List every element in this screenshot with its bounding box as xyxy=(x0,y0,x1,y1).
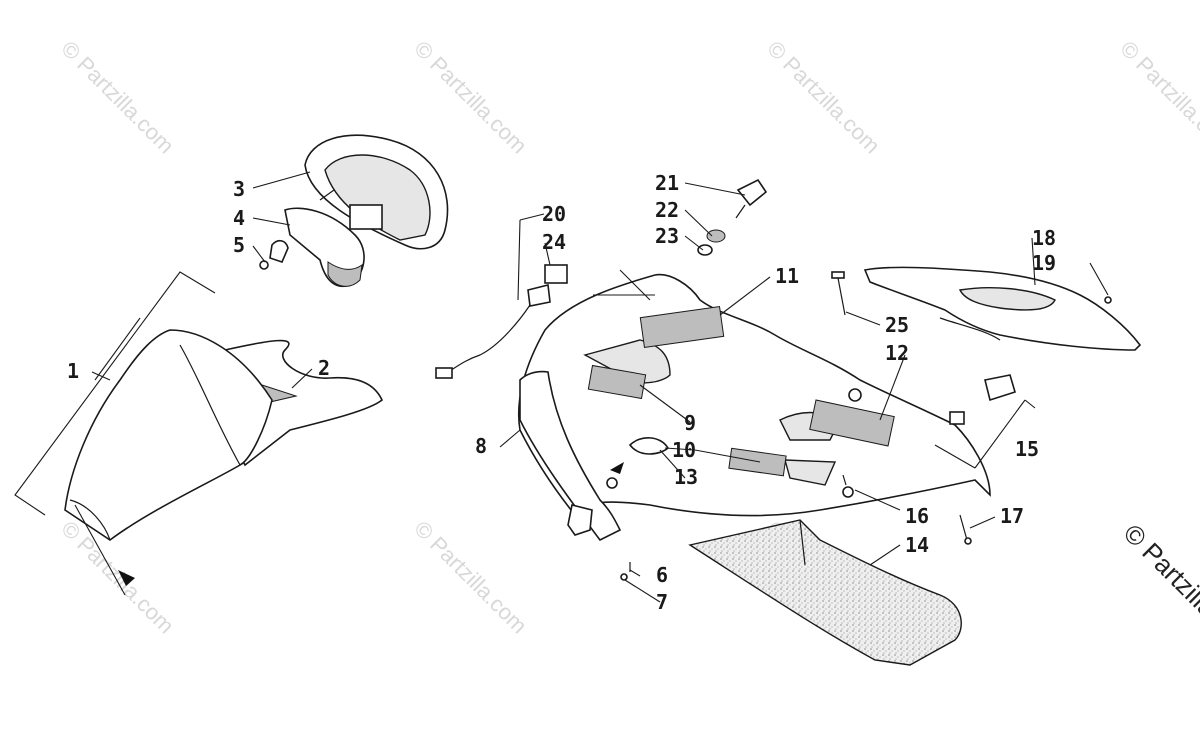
decal-9 xyxy=(587,364,647,400)
callout-10: 10 xyxy=(672,438,696,462)
callout-11: 11 xyxy=(775,264,799,288)
gauge-assembly xyxy=(259,134,449,287)
decal-11 xyxy=(639,306,725,348)
callout-13: 13 xyxy=(674,465,698,489)
callout-7: 7 xyxy=(656,590,668,614)
watermark-text: © Partzilla.com xyxy=(762,36,885,159)
callout-17: 17 xyxy=(1000,504,1024,528)
callout-15: 15 xyxy=(1015,437,1039,461)
leader-lines xyxy=(91,171,1109,603)
hardware-items xyxy=(435,178,1112,581)
callout-6: 6 xyxy=(656,563,668,587)
callout-24: 24 xyxy=(542,230,566,254)
callout-3: 3 xyxy=(233,177,245,201)
callout-5: 5 xyxy=(233,233,245,257)
arrow-marker xyxy=(118,570,135,586)
callout-2: 2 xyxy=(318,356,330,380)
callout-labels: 1 2 3 4 5 6 7 8 9 10 11 12 13 14 15 16 1… xyxy=(67,171,1056,614)
callout-18: 18 xyxy=(1032,226,1056,250)
watermark-text: © Partzilla.com xyxy=(1115,36,1200,159)
watermark-text: © Partzilla.com xyxy=(409,36,532,159)
callout-21: 21 xyxy=(655,171,679,195)
callout-25: 25 xyxy=(885,313,909,337)
callout-19: 19 xyxy=(1032,251,1056,275)
callout-16: 16 xyxy=(905,504,929,528)
decal-12 xyxy=(809,399,895,447)
callout-14: 14 xyxy=(905,533,929,557)
side-cover-part xyxy=(863,266,1142,351)
callout-1: 1 xyxy=(67,359,79,383)
watermark-text-dark: © Partzilla.com xyxy=(1118,518,1200,663)
callout-23: 23 xyxy=(655,224,679,248)
watermark-text: © Partzilla.com xyxy=(56,36,179,159)
front-cover-part xyxy=(14,271,383,596)
callout-8: 8 xyxy=(475,434,487,458)
watermark-text: © Partzilla.com xyxy=(409,516,532,639)
callout-12: 12 xyxy=(885,341,909,365)
foam-pad-part xyxy=(688,519,962,666)
callout-9: 9 xyxy=(684,411,696,435)
callout-4: 4 xyxy=(233,206,245,230)
callout-22: 22 xyxy=(655,198,679,222)
console-body-part xyxy=(517,269,991,542)
callout-20: 20 xyxy=(542,202,566,226)
